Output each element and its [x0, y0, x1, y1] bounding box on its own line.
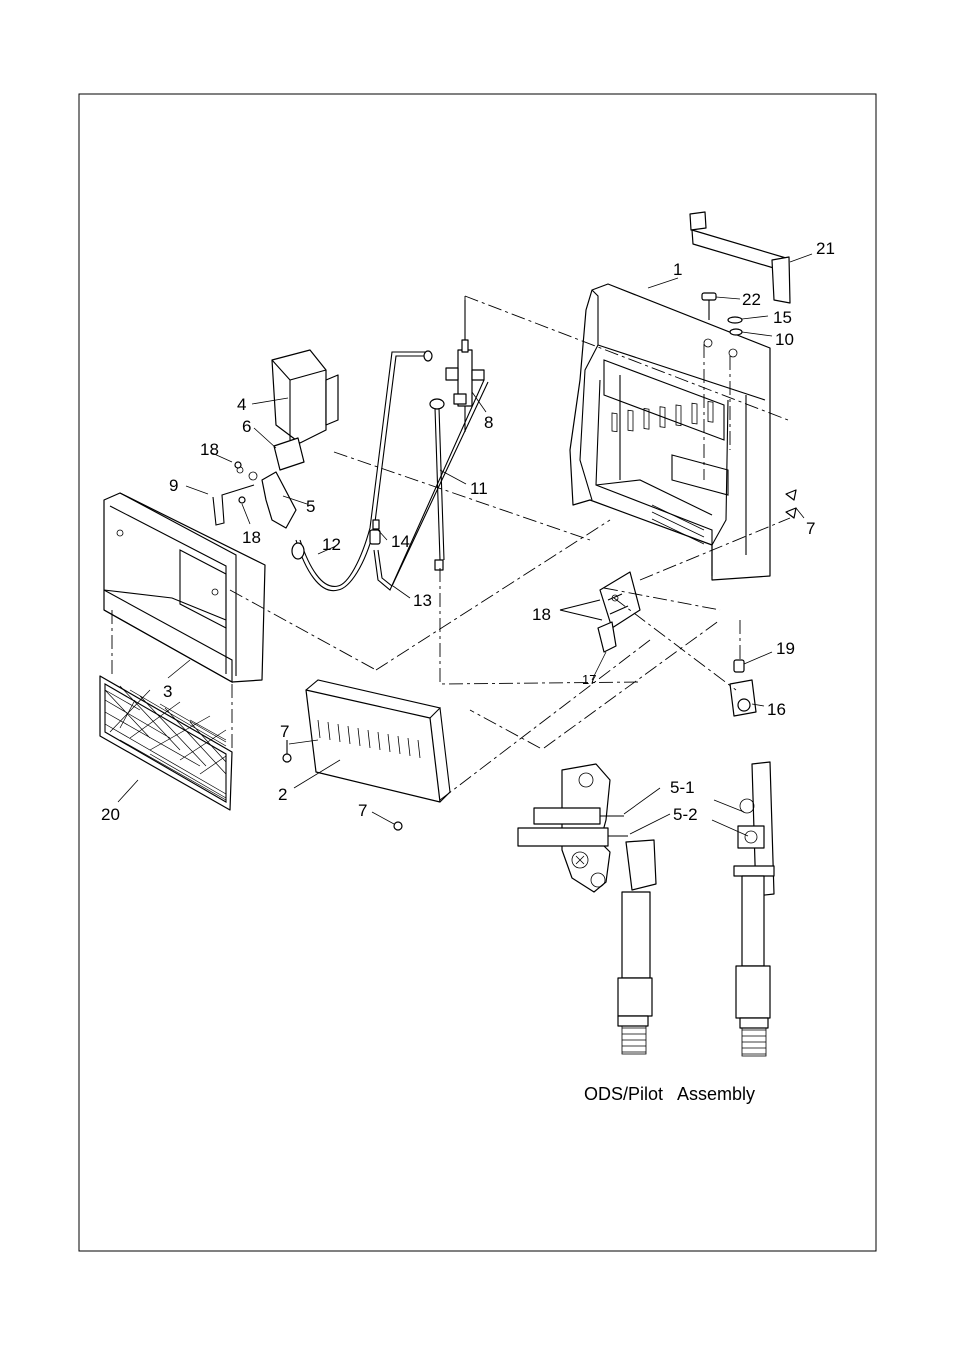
- part-9-electrode-wire: [186, 485, 254, 525]
- part-1-cabinet: [570, 278, 770, 580]
- part-3-back-panel: [104, 493, 265, 682]
- part-14-fitting: [370, 520, 387, 544]
- label-5: 5: [306, 497, 315, 516]
- label-10: 10: [775, 330, 794, 349]
- label-21: 21: [816, 239, 835, 258]
- part-18-screws-lower: [560, 600, 602, 620]
- part-22-knob: [702, 293, 740, 320]
- label-8: 8: [484, 413, 493, 432]
- label-19: 19: [776, 639, 795, 658]
- label-2: 2: [278, 785, 287, 804]
- part-10-nut: [730, 329, 772, 336]
- label-20: 20: [101, 805, 120, 824]
- label-18-a: 18: [200, 440, 219, 459]
- label-16: 16: [767, 700, 786, 719]
- page-border: [79, 94, 876, 1251]
- label-9: 9: [169, 476, 178, 495]
- label-13: 13: [413, 591, 432, 610]
- part-15-cap: [728, 316, 768, 323]
- label-5-1: 5-1: [670, 778, 695, 797]
- label-22: 22: [742, 290, 761, 309]
- ods-pilot-assembly-caption: ODS/Pilot Assembly: [584, 1084, 755, 1104]
- label-15: 15: [773, 308, 792, 327]
- label-1: 1: [673, 260, 682, 279]
- label-5-2: 5-2: [673, 805, 698, 824]
- label-7-left: 7: [280, 722, 289, 741]
- part-4-bracket: [252, 350, 338, 443]
- label-6: 6: [242, 417, 251, 436]
- label-12: 12: [322, 535, 341, 554]
- label-18-b: 18: [242, 528, 261, 547]
- part-2-front-panel: [294, 680, 450, 802]
- part-17-bracket: [592, 572, 640, 680]
- label-11: 11: [470, 479, 488, 498]
- ods-pilot-assembly-detail: [518, 762, 774, 1056]
- part-8-tee: [424, 300, 486, 432]
- part-5-pilot: [237, 467, 307, 528]
- label-14: 14: [391, 532, 410, 551]
- label-17: 17: [582, 672, 596, 687]
- label-18-c: 18: [532, 605, 551, 624]
- label-7-right: 7: [806, 519, 815, 538]
- part-16-regulator: [730, 680, 764, 716]
- label-7-bottom: 7: [358, 801, 367, 820]
- label-4: 4: [237, 395, 246, 414]
- part-11-tube: [430, 399, 466, 570]
- label-3: 3: [163, 682, 172, 701]
